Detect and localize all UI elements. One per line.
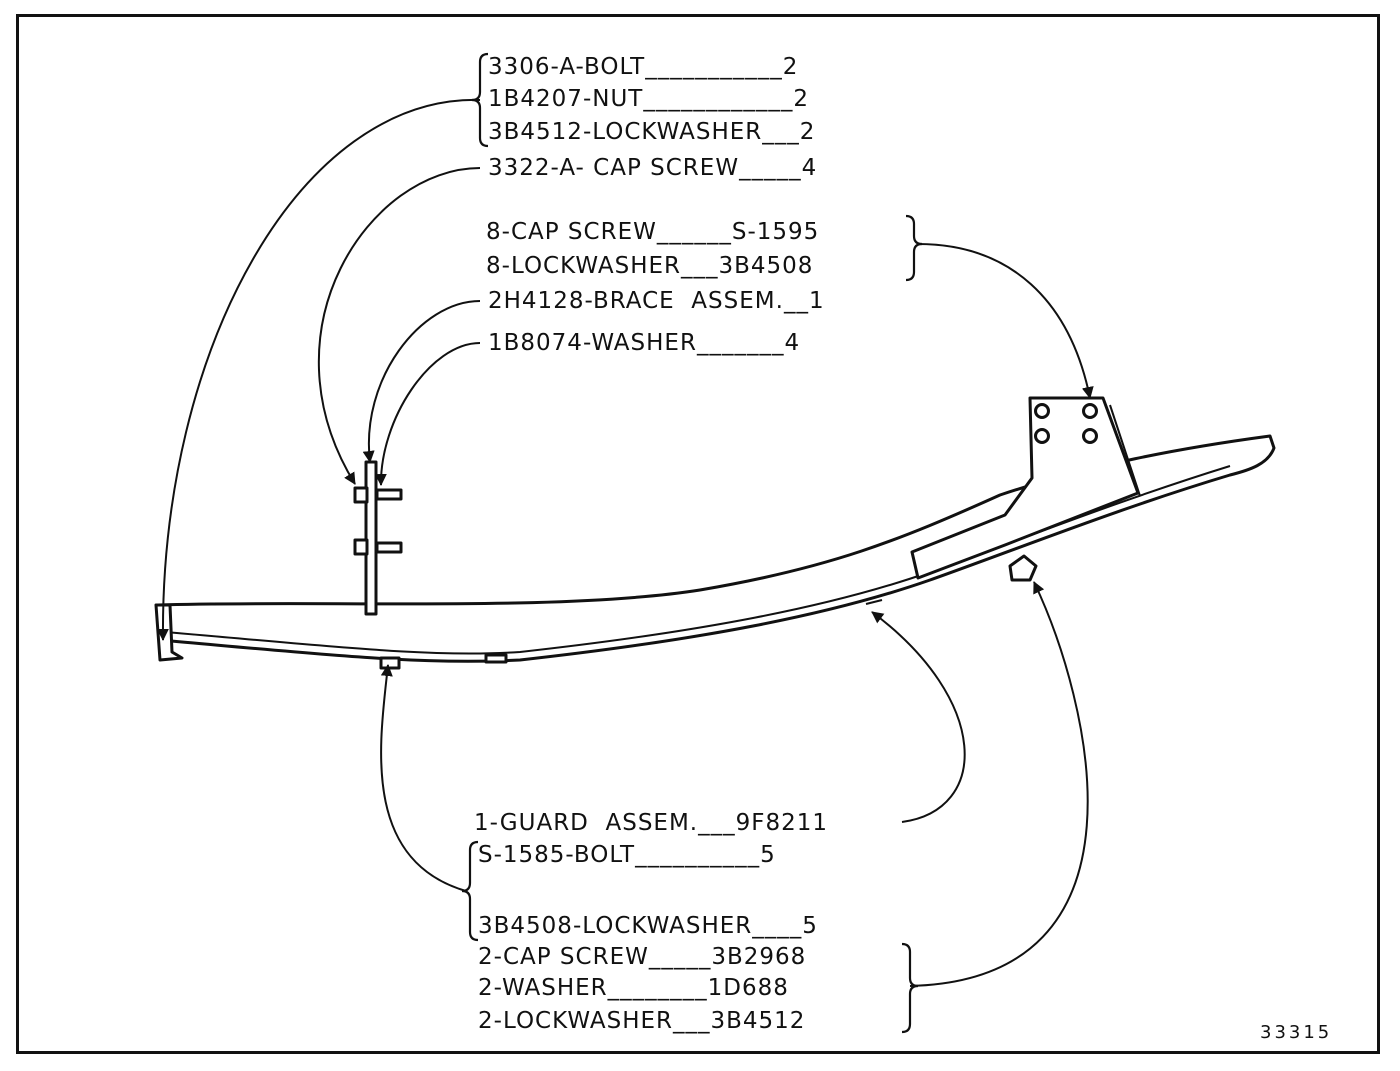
callout-cap-screw-3322a: 3322-A- CAP SCREW_____4 (488, 155, 818, 181)
callout-brace-assembly: 2H4128-BRACE ASSEM.__1 (488, 288, 825, 314)
callout-lockwasher-3b4508-bracket: 8-LOCKWASHER___3B4508 (486, 253, 814, 279)
callout-washer-1d688: 2-WASHER________1D688 (478, 975, 789, 1001)
leader-bottom-group (909, 581, 1089, 987)
leader-guard (871, 611, 966, 823)
callout-cap-screw-3b2968: 2-CAP SCREW_____3B2968 (478, 944, 807, 970)
bracket-edge (1109, 404, 1141, 497)
leader-bolt-group (156, 98, 481, 641)
callout-nut: 1B4207-NUT____________2 (488, 86, 809, 112)
leader-guard-bolts (380, 664, 467, 892)
leader-cap-screw (317, 167, 481, 485)
callout-lockwasher-3b4508-guard: 3B4508-LOCKWASHER____5 (478, 913, 818, 939)
leader-washer (374, 342, 481, 486)
callout-bolt: 3306-A-BOLT___________2 (488, 54, 799, 80)
bracket-group-bracket (905, 214, 923, 282)
guard-assembly-part (156, 434, 1276, 663)
leader-brace (362, 300, 481, 463)
guard-bolts-bracket (461, 840, 479, 942)
figure-number: 33315 (1260, 1022, 1333, 1043)
guard-bolt-head (484, 653, 508, 664)
bolt-group-bracket (471, 52, 489, 148)
brace-bolt (353, 486, 403, 556)
leader-bracket-group (917, 243, 1094, 399)
callout-guard-assembly: 1-GUARD ASSEM.___9F8211 (474, 810, 829, 836)
brace-assembly-part (364, 460, 378, 616)
guard-mark (865, 599, 883, 605)
bracket-hole (1082, 428, 1098, 444)
callout-cap-screw-s1595: 8-CAP SCREW______S-1595 (486, 219, 820, 245)
callout-lockwasher-3b4512: 3B4512-LOCKWASHER___2 (488, 119, 816, 145)
drawing-frame (16, 14, 1380, 1054)
guard-bolt-head (379, 656, 401, 670)
bottom-group-bracket (901, 942, 919, 1034)
callout-bolt-s1585: S-1585-BOLT__________5 (478, 842, 776, 868)
callout-washer-1b8074: 1B8074-WASHER_______4 (488, 330, 801, 356)
bracket-hole (1034, 403, 1050, 419)
bracket-hole (1082, 403, 1098, 419)
cap-screw-head (1008, 554, 1038, 582)
bracket-hole (1034, 428, 1050, 444)
callout-lockwasher-3b4512-bottom: 2-LOCKWASHER___3B4512 (478, 1008, 806, 1034)
mounting-bracket-part (910, 396, 1140, 580)
